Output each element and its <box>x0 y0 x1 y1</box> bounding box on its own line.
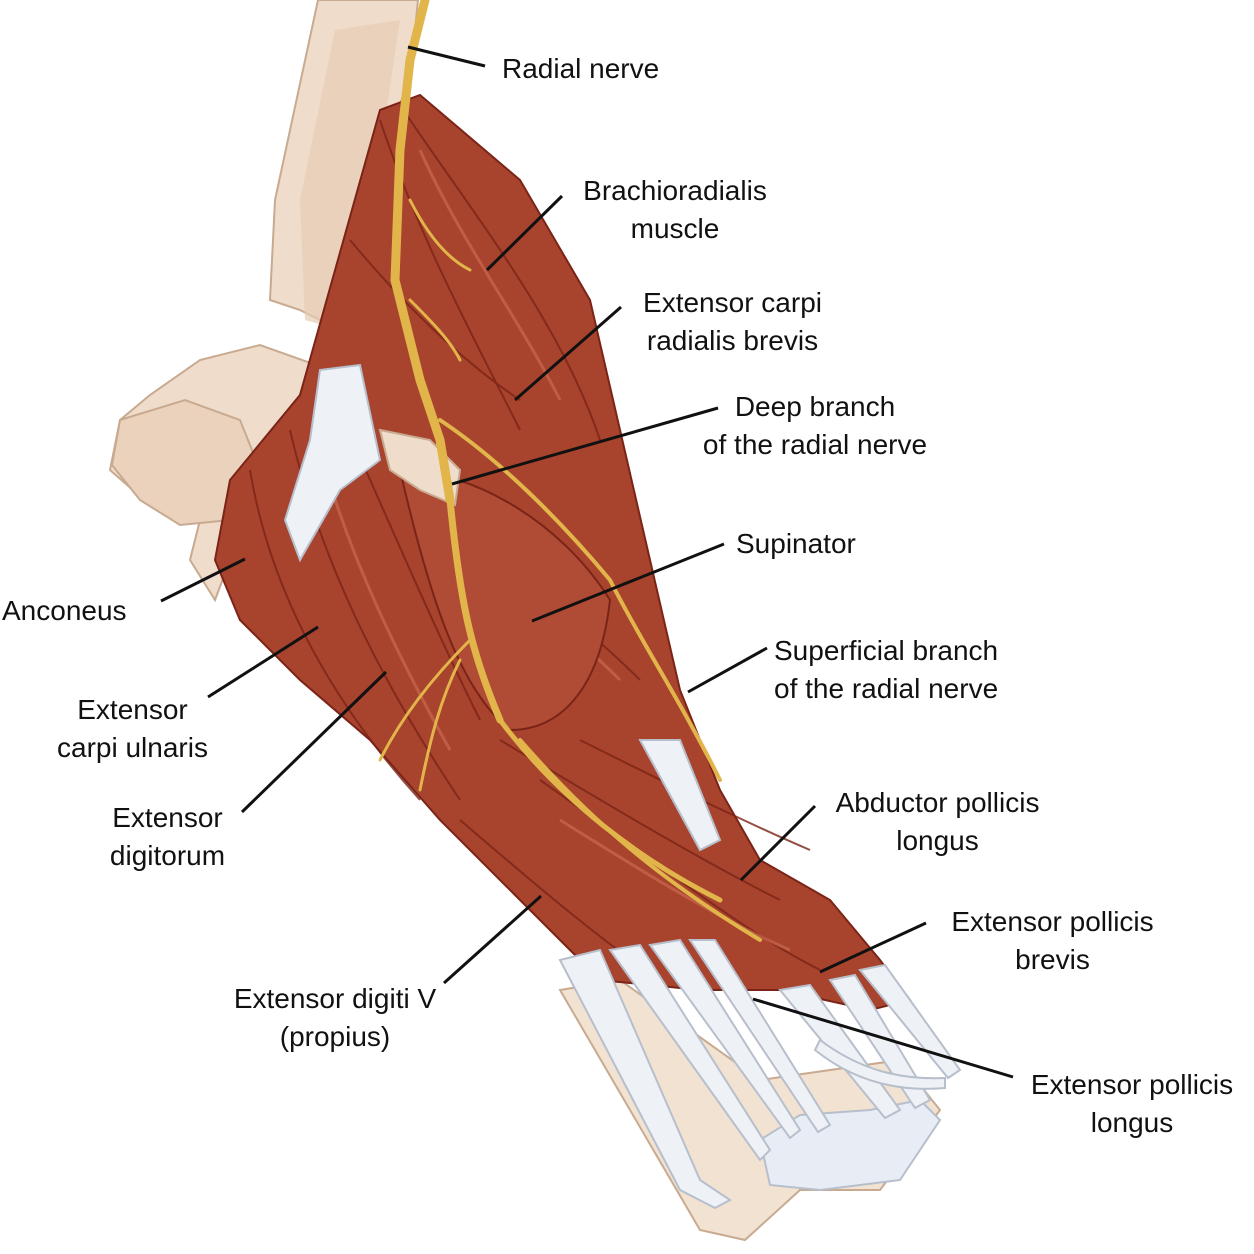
label-epb-line1: Extensor pollicis <box>951 906 1154 937</box>
label-ecu-line1: Extensor <box>77 694 188 725</box>
label-apl-line2: longus <box>896 825 979 856</box>
label-extensor-pollicis-longus: Extensor pollicis longus <box>1012 1066 1252 1142</box>
leader-anconeus <box>160 557 246 603</box>
label-deep-branch-line1: Deep branch <box>734 391 896 422</box>
leader-ecrb <box>514 305 622 402</box>
extensor-tendons <box>558 739 962 1210</box>
label-radial-nerve: Radial nerve <box>502 50 659 88</box>
label-ed-line1: Extensor <box>112 802 223 833</box>
leader-epl <box>752 997 1014 1079</box>
label-brachioradialis-line1: Brachioradialis <box>583 175 767 206</box>
leader-supinator <box>531 542 725 623</box>
label-extensor-pollicis-brevis: Extensor pollicis brevis <box>930 903 1175 979</box>
label-deep-branch-radial-nerve: Deep branch of the radial nerve <box>680 388 950 464</box>
leader-lines <box>160 45 1014 1079</box>
radial-nerve-path <box>378 0 762 942</box>
leader-radial-nerve <box>407 45 486 68</box>
label-superficial-branch-line1: Superficial branch <box>774 635 999 666</box>
label-supinator-text: Supinator <box>736 528 856 559</box>
radial-head-bone <box>378 428 462 507</box>
label-epl-line1: Extensor pollicis <box>1030 1069 1234 1100</box>
leader-epb <box>819 921 927 974</box>
label-extensor-carpi-ulnaris: Extensor carpi ulnaris <box>30 691 235 767</box>
label-radial-nerve-text: Radial nerve <box>502 53 660 84</box>
label-apl-line1: Abductor pollicis <box>835 787 1040 818</box>
label-superficial-branch-line2: of the radial nerve <box>774 673 999 704</box>
leader-ecu <box>207 625 319 699</box>
label-superficial-branch-radial-nerve: Superficial branch of the radial nerve <box>774 632 998 708</box>
leader-superficial-branch <box>687 646 768 694</box>
label-anconeus-text: Anconeus <box>2 595 127 626</box>
leader-brachioradialis <box>485 194 564 272</box>
label-edv-line1: Extensor digiti V <box>233 983 437 1014</box>
label-brachioradialis: Brachioradialis muscle <box>555 172 795 248</box>
label-epl-line2: longus <box>1090 1107 1174 1138</box>
label-ecu-line2: carpi ulnaris <box>57 732 208 763</box>
leader-ed <box>240 670 388 814</box>
label-ecrb-line1: Extensor carpi <box>643 287 822 318</box>
label-ecrb-line2: radialis brevis <box>646 325 819 356</box>
label-ed-line2: digitorum <box>109 840 226 871</box>
label-extensor-digitorum: Extensor digitorum <box>90 799 245 875</box>
epl-tendon <box>813 1038 946 1090</box>
label-supinator: Supinator <box>736 525 856 563</box>
label-epb-line2: brevis <box>1015 944 1090 975</box>
label-deep-branch-line2: of the radial nerve <box>702 429 928 460</box>
label-extensor-carpi-radialis-brevis: Extensor carpi radialis brevis <box>600 284 865 360</box>
label-abductor-pollicis-longus: Abductor pollicis longus <box>815 784 1060 860</box>
common-extensor-tendon <box>283 363 382 563</box>
leader-apl <box>739 804 817 882</box>
label-brachioradialis-line2: muscle <box>630 213 720 244</box>
leader-edv <box>442 894 543 985</box>
label-edv-line2: (propius) <box>279 1021 391 1052</box>
humerus-shadow <box>300 20 400 330</box>
leader-deep-branch <box>451 406 719 486</box>
label-extensor-digiti-v: Extensor digiti V (propius) <box>210 980 460 1056</box>
label-anconeus: Anconeus <box>2 592 127 630</box>
